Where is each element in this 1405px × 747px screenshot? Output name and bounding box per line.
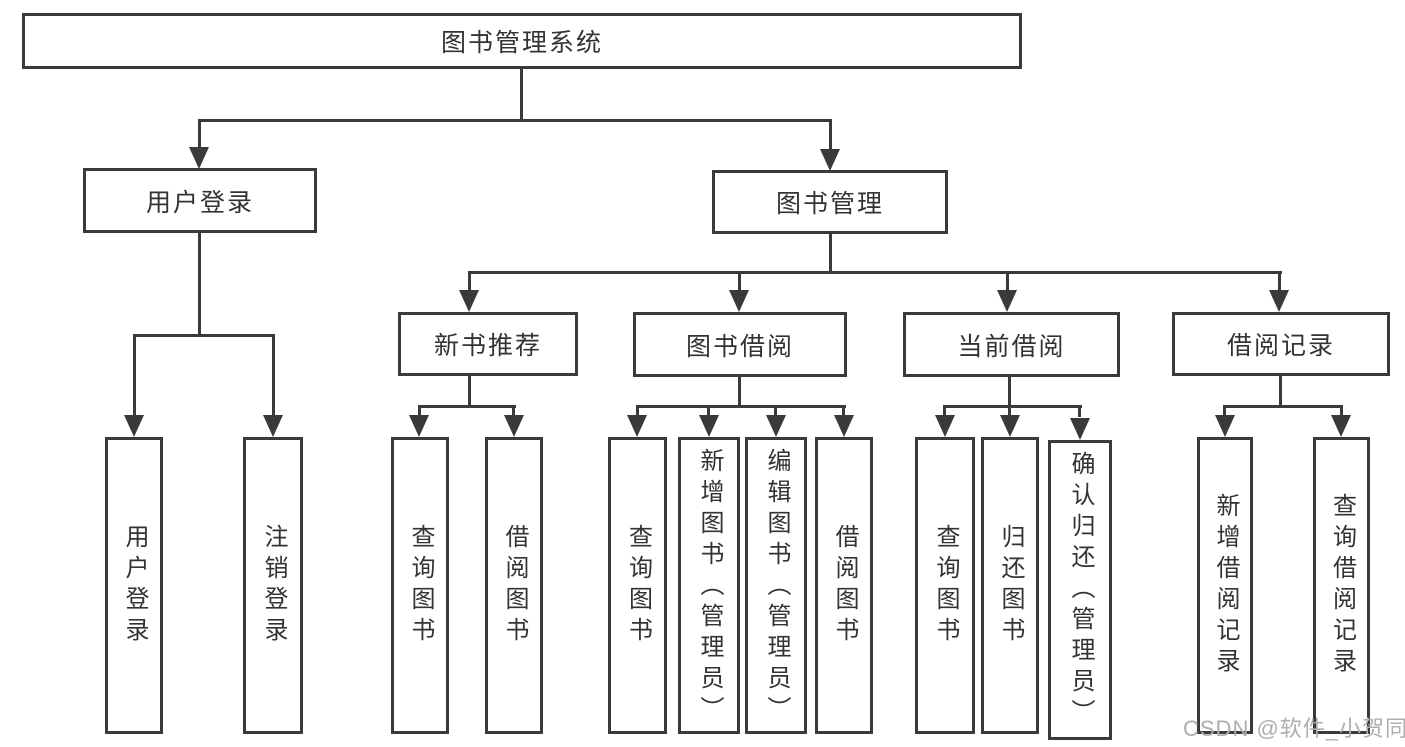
connector-stem-user-login <box>198 119 201 151</box>
leaf-borrow-books: 借阅图书 <box>815 437 873 734</box>
connector-stem-book-borrow <box>738 271 741 293</box>
leaf-query-books-borrow-label: 查询图书 <box>624 523 652 648</box>
leaf-query-books-borrow: 查询图书 <box>608 437 667 734</box>
connector-stem <box>1008 405 1011 417</box>
connector-stem <box>418 405 421 417</box>
node-current-borrow: 当前借阅 <box>903 312 1120 377</box>
arrow-down-icon <box>459 290 479 312</box>
arrow-down-icon <box>820 149 840 171</box>
leaf-query-books-recommend: 查询图书 <box>391 437 449 734</box>
csdn-watermark: CSDN @软件_小贺同学 <box>1183 716 1405 741</box>
arrow-down-icon <box>189 147 209 169</box>
leaf-logout-label: 注销登录 <box>260 523 287 648</box>
node-current-borrow-label: 当前借阅 <box>957 332 1066 361</box>
node-user-login: 用户登录 <box>83 168 317 233</box>
leaf-query-borrow-record: 查询借阅记录 <box>1313 437 1370 734</box>
arrow-down-icon <box>504 415 524 437</box>
leaf-add-books-admin-label: 新增图书（管理员） <box>696 448 723 727</box>
connector-book-management-stub <box>829 234 832 274</box>
leaf-confirm-return-admin-label: 确认归还（管理员） <box>1067 451 1094 730</box>
node-user-login-label: 用户登录 <box>145 188 254 217</box>
connector-root-stub <box>520 69 523 120</box>
node-borrow-records: 借阅记录 <box>1172 312 1390 376</box>
arrow-down-icon <box>1331 415 1351 437</box>
connector-recommend-stub <box>468 376 471 408</box>
leaf-query-borrow-record-label: 查询借阅记录 <box>1328 492 1356 679</box>
connector-current-borrow-stub <box>1008 377 1011 408</box>
leaf-add-books-admin: 新增图书（管理员） <box>678 437 740 734</box>
connector-stem <box>707 405 710 417</box>
leaf-confirm-return-admin: 确认归还（管理员） <box>1048 440 1112 740</box>
connector-stem-new-book-recommend <box>468 271 471 293</box>
arrow-down-icon <box>834 415 854 437</box>
node-root-label: 图书管理系统 <box>440 29 603 57</box>
arrow-down-icon <box>1269 290 1289 312</box>
leaf-add-borrow-record: 新增借阅记录 <box>1197 437 1253 734</box>
leaf-add-borrow-record-label: 新增借阅记录 <box>1212 492 1239 679</box>
node-book-management: 图书管理 <box>712 170 948 234</box>
connector-stem <box>636 405 639 417</box>
node-new-book-recommend-label: 新书推荐 <box>433 332 542 360</box>
connector-modules-hline <box>469 271 1282 274</box>
connector-borrow-records-stub <box>1279 376 1282 408</box>
arrow-down-icon <box>263 415 283 437</box>
node-new-book-recommend: 新书推荐 <box>398 312 578 376</box>
leaf-borrow-books-recommend: 借阅图书 <box>485 437 543 734</box>
leaf-borrow-books-label: 借阅图书 <box>831 523 858 648</box>
connector-recommend-hline <box>418 405 516 408</box>
arrow-down-icon <box>935 415 955 437</box>
node-root: 图书管理系统 <box>22 13 1022 69</box>
connector-stem-book-management <box>829 119 832 153</box>
arrow-down-icon <box>1215 415 1235 437</box>
arrow-down-icon <box>729 290 749 312</box>
node-book-borrow-label: 图书借阅 <box>685 332 794 361</box>
arrow-down-icon <box>1000 415 1020 437</box>
connector-current-borrow-hline <box>943 405 1082 408</box>
leaf-edit-books-admin: 编辑图书（管理员） <box>745 437 807 734</box>
arrow-down-icon <box>124 415 144 437</box>
leaf-return-books: 归还图书 <box>981 437 1039 734</box>
leaf-user-login-label: 用户登录 <box>121 523 148 648</box>
connector-stem <box>943 405 946 417</box>
connector-stem-borrow-records <box>1278 271 1281 293</box>
arrow-down-icon <box>409 415 429 437</box>
connector-user-login-stub <box>198 233 201 337</box>
arrow-down-icon <box>997 290 1017 312</box>
leaf-query-books-current: 查询图书 <box>915 437 975 734</box>
arrow-down-icon <box>699 415 719 437</box>
leaf-logout: 注销登录 <box>243 437 303 734</box>
connector-stem <box>842 405 845 417</box>
leaf-borrow-books-recommend-label: 借阅图书 <box>501 523 528 648</box>
connector-stem <box>1078 405 1081 417</box>
leaf-query-books-current-label: 查询图书 <box>932 523 959 648</box>
connector-book-borrow-stub <box>738 377 741 408</box>
leaf-query-books-recommend-label: 查询图书 <box>407 523 434 648</box>
connector-stem-logout <box>272 334 275 417</box>
node-book-management-label: 图书管理 <box>775 190 884 218</box>
connector-root-hline <box>198 119 832 122</box>
connector-stem <box>1340 405 1343 417</box>
arrow-down-icon <box>766 415 786 437</box>
connector-stem-current-borrow <box>1006 271 1009 293</box>
connector-stem-user-login-leaf <box>133 334 136 417</box>
node-book-borrow: 图书借阅 <box>633 312 847 377</box>
connector-stem <box>1223 405 1226 417</box>
connector-book-borrow-hline <box>636 405 846 408</box>
connector-user-login-hline <box>133 334 275 337</box>
connector-borrow-records-hline <box>1223 405 1343 408</box>
connector-stem <box>512 405 515 417</box>
leaf-return-books-label: 归还图书 <box>997 523 1024 648</box>
leaf-user-login: 用户登录 <box>105 437 163 734</box>
arrow-down-icon <box>1070 418 1090 440</box>
leaf-edit-books-admin-label: 编辑图书（管理员） <box>763 448 790 727</box>
connector-stem <box>774 405 777 417</box>
node-borrow-records-label: 借阅记录 <box>1226 332 1335 360</box>
arrow-down-icon <box>627 415 647 437</box>
